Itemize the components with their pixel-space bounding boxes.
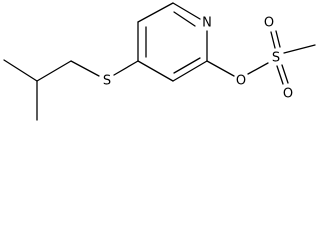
ring-bond-c6-c5	[137, 2, 174, 23]
bond-s-o-bottom-b	[281, 64, 289, 84]
bond-ch-ch2	[36, 60, 72, 82]
ring-bond-c3-c2-inner	[173, 57, 201, 74]
ring-bond-n-c6	[172, 2, 201, 20]
bond-o-s	[247, 62, 269, 75]
ring-bond-n-c6-inner	[173, 11, 196, 27]
ring-bond-c3-c2	[172, 60, 208, 82]
ring-bond-c4-c3	[137, 60, 174, 82]
chemical-structure: N S O S O O	[3, 2, 316, 121]
atom-label-thioether-sulfur: S	[103, 74, 111, 89]
bond-s-o-bottom-a	[276, 65, 284, 85]
atom-label-nitrogen: N	[202, 16, 212, 31]
atom-label-ester-oxygen: O	[236, 74, 246, 89]
atom-label-sulfonyl-oxygen-bottom: O	[283, 87, 293, 102]
bond-methyl1-ch	[3, 59, 38, 82]
bond-s-ring	[113, 60, 139, 76]
bond-s-methyl	[283, 44, 316, 54]
bond-s-o-top-a	[270, 31, 276, 49]
atom-label-sulfonyl-sulfur: S	[272, 51, 280, 66]
bond-ch2-s	[70, 60, 100, 77]
bond-s-o-top-b	[275, 30, 281, 48]
bond-c2-o	[206, 60, 235, 77]
atom-label-sulfonyl-oxygen-top: O	[264, 16, 274, 31]
